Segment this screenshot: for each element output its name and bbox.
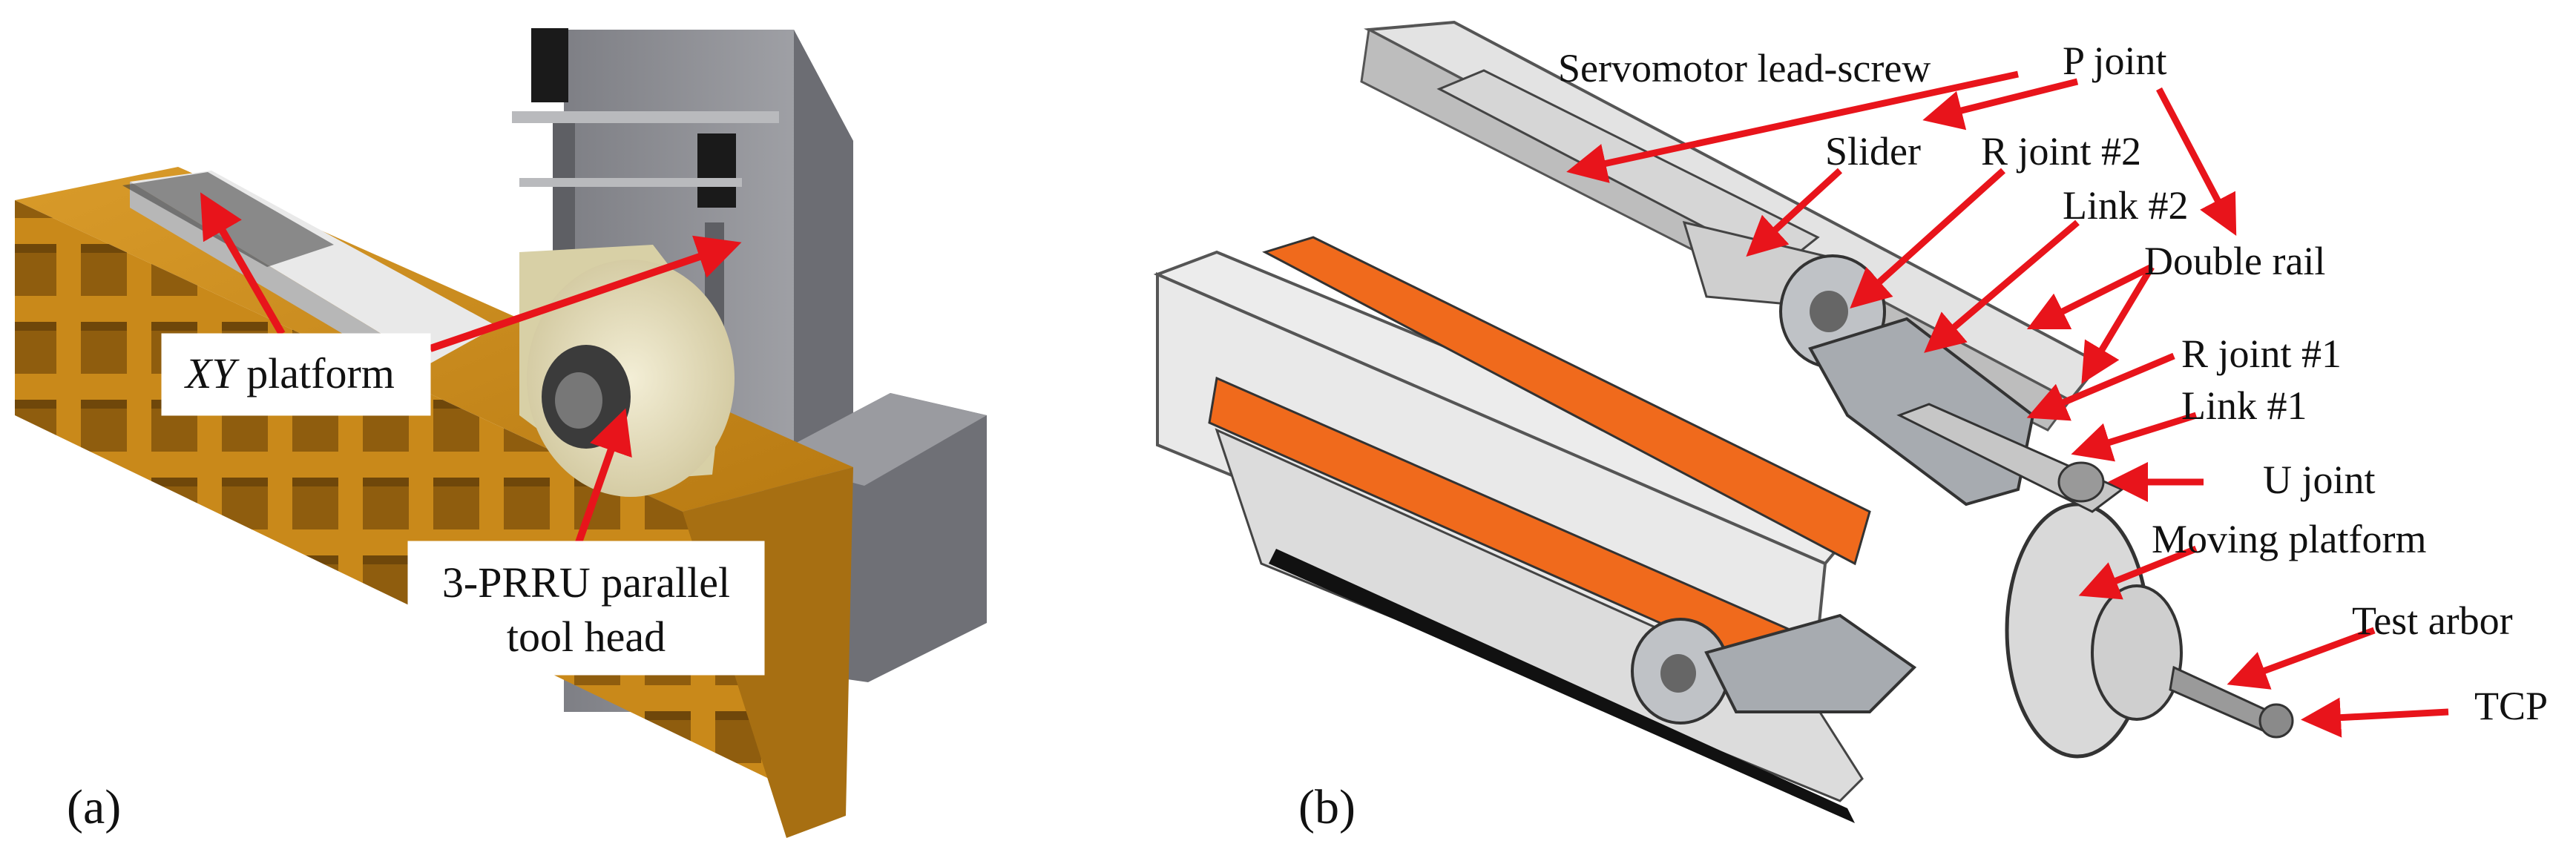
label-parallel-line2: tool head bbox=[507, 613, 666, 661]
caption-b: (b) bbox=[1298, 780, 1356, 834]
label-tcp: TCP bbox=[2474, 684, 2548, 728]
arrow-double-rail-1 bbox=[2026, 263, 2154, 330]
servo-motor-top-left bbox=[531, 28, 568, 102]
arrow-p-joint-left bbox=[1922, 78, 2079, 131]
arrow-xy-to-column bbox=[429, 235, 742, 352]
column-frame-bar bbox=[512, 111, 779, 123]
label-u-joint: U joint bbox=[2263, 458, 2376, 502]
panel-b-illustration bbox=[1153, 20, 2294, 823]
label-r-joint-2: R joint #2 bbox=[1981, 129, 2141, 174]
panel-b-arrows bbox=[1566, 70, 2449, 738]
label-box-parallel bbox=[407, 541, 765, 676]
moving-platform-hub bbox=[2091, 584, 2183, 721]
servomotor-body bbox=[1436, 69, 1820, 268]
label-link-1: Link #1 bbox=[2181, 383, 2307, 428]
label-p-joint: P joint bbox=[2063, 39, 2167, 83]
panel-a-illustration bbox=[15, 28, 987, 838]
arrow-r-joint-2 bbox=[1850, 168, 2006, 309]
arrow-link-1 bbox=[2071, 412, 2198, 462]
label-moving-platform: Moving platform bbox=[2152, 517, 2426, 561]
arrow-slider bbox=[1746, 168, 1843, 257]
r-joint-2-pin bbox=[1810, 291, 1848, 332]
label-slider: Slider bbox=[1825, 129, 1921, 174]
servo-motor-top-right bbox=[697, 133, 736, 208]
arrow-double-rail-2 bbox=[2081, 265, 2155, 384]
label-servomotor: Servomotor lead-screw bbox=[1558, 46, 1931, 90]
arrow-xy-to-rail bbox=[200, 192, 286, 336]
arrow-p-joint-right bbox=[2156, 87, 2237, 236]
orange-plate-top bbox=[1262, 236, 1871, 566]
label-r-joint-1: R joint #1 bbox=[2181, 331, 2342, 376]
label-double-rail: Double rail bbox=[2144, 239, 2325, 283]
arrow-moving-platform bbox=[2078, 545, 2198, 600]
r-joint-lower-pin bbox=[1660, 654, 1696, 693]
arrow-test-arbor bbox=[2227, 627, 2376, 690]
arrow-servomotor bbox=[1566, 70, 2019, 183]
tcp-ball bbox=[2258, 703, 2294, 739]
label-xy-platform: XY platform bbox=[161, 333, 431, 416]
label-box-xy bbox=[161, 333, 431, 416]
arrow-head-to-disc bbox=[568, 408, 632, 565]
arrow-tcp bbox=[2301, 697, 2449, 738]
panel-a-arrows bbox=[200, 192, 742, 565]
label-test-arbor: Test arbor bbox=[2352, 598, 2513, 643]
label-parallel-tool-head: 3-PRRU parallel tool head bbox=[407, 541, 765, 676]
caption-a: (a) bbox=[67, 780, 121, 834]
arrow-link-2 bbox=[1924, 220, 2080, 353]
label-xy-italic: XY bbox=[184, 349, 240, 397]
lower-link bbox=[1704, 613, 1917, 713]
label-xy-platform-text: XY platform bbox=[184, 349, 395, 397]
label-link-2: Link #2 bbox=[2063, 183, 2189, 228]
panel-b-labels: Servomotor lead-screw P joint Slider R j… bbox=[1558, 39, 2548, 728]
u-joint bbox=[2057, 461, 2105, 503]
label-parallel-line1: 3-PRRU parallel bbox=[442, 558, 730, 607]
label-xy-rest: platform bbox=[236, 349, 395, 397]
tool-head-spindle-inner bbox=[555, 372, 602, 429]
column-frame-bar-2 bbox=[519, 178, 742, 187]
arrow-r-joint-1 bbox=[2026, 352, 2175, 421]
lower-rail-shadow bbox=[1269, 549, 1855, 823]
